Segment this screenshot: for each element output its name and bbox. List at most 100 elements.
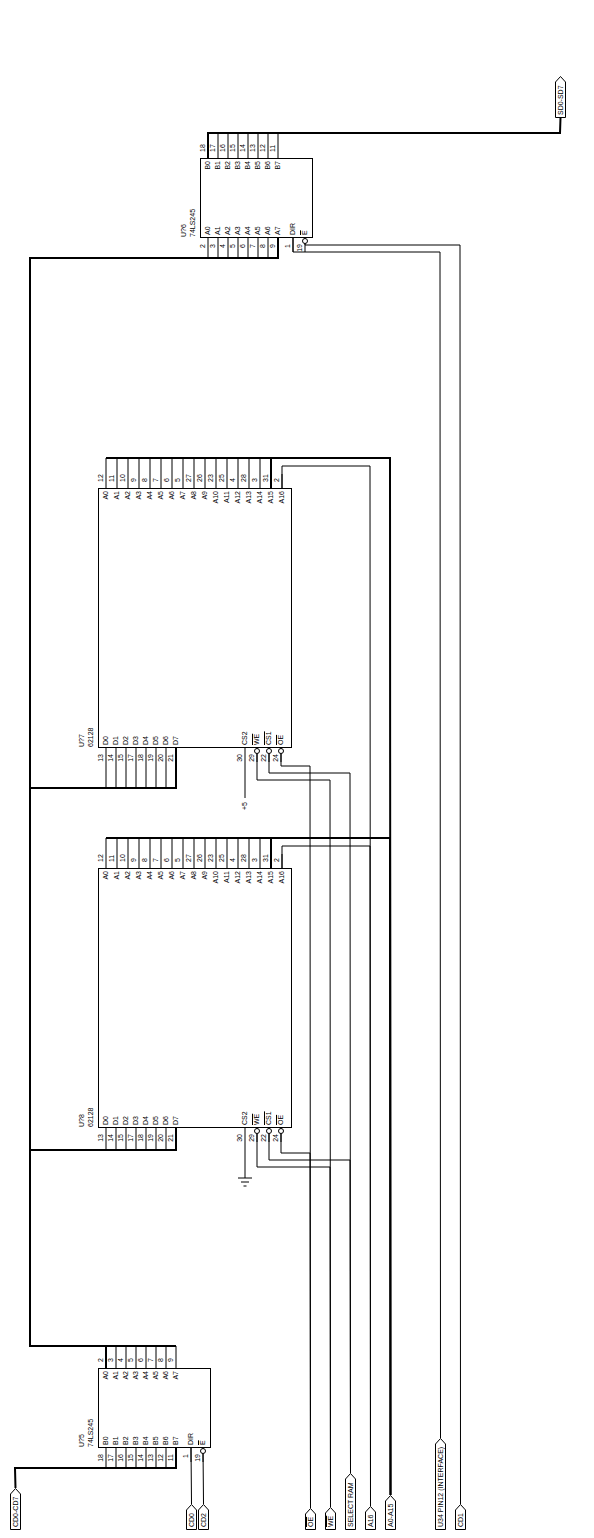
pin-name: D4 — [142, 1116, 150, 1125]
pin-stub — [216, 474, 217, 488]
pin-stub — [194, 474, 195, 488]
ground-wire — [245, 1142, 246, 1178]
pin-number: 16 — [219, 140, 227, 152]
pin-name: D5 — [152, 1116, 160, 1125]
pin-name: B5 — [152, 1436, 160, 1445]
chip-label: U?5 — [78, 1434, 86, 1447]
pin-number: 19 — [194, 1454, 202, 1466]
pin-name: D7 — [172, 1116, 180, 1125]
pin-number: 31 — [262, 470, 270, 482]
pin-number: 5 — [174, 470, 182, 482]
bus-entry — [268, 133, 269, 144]
pin-name: DIR — [187, 1433, 195, 1445]
pin-stub — [106, 854, 107, 868]
pin-number: 26 — [196, 470, 204, 482]
bus-entry — [176, 1346, 177, 1354]
pin-name: A2 — [124, 491, 132, 500]
pin-stub — [258, 238, 259, 252]
signal-wire — [282, 846, 371, 1506]
pin-stub — [106, 1128, 107, 1142]
signal-port: SELECT RAM — [345, 1473, 356, 1530]
pin-number: 5 — [174, 850, 182, 862]
pin-name: A10 — [212, 491, 220, 503]
pin-stub — [150, 474, 151, 488]
bus-entry — [194, 458, 195, 474]
bus-entry — [139, 458, 140, 474]
bus-entry — [146, 1462, 147, 1468]
pin-number: 24 — [272, 754, 280, 766]
pin-name: A15 — [267, 871, 275, 883]
pin-number: 4 — [219, 244, 227, 256]
pin-stub — [136, 1128, 137, 1142]
bus-entry — [166, 1346, 167, 1354]
pin-number: 3 — [209, 244, 217, 256]
ic-chip: U?762128D0D1D2D3D4D5D6D7CS2WECS1OEA0A1A2… — [98, 488, 292, 748]
pin-stub — [117, 474, 118, 488]
pin-name: A3 — [132, 1371, 140, 1380]
pin-stub — [191, 1448, 192, 1462]
pin-number: 17 — [127, 1134, 135, 1146]
bus-entry — [106, 762, 107, 788]
signal-port: CD2 — [198, 1504, 209, 1530]
pin-number: 18 — [137, 1134, 145, 1146]
pin-stub — [194, 854, 195, 868]
pin-name: A13 — [245, 871, 253, 883]
pin-name: D6 — [162, 736, 170, 745]
pin-stub — [205, 854, 206, 868]
pin-stub — [176, 748, 177, 762]
pin-name: CS2 — [241, 1111, 249, 1125]
bus-entry — [249, 838, 250, 854]
pin-stub — [249, 854, 250, 868]
pin-number: 3 — [251, 850, 259, 862]
bus-entry — [150, 458, 151, 474]
pin-name: A14 — [256, 871, 264, 883]
pin-stub — [106, 1354, 107, 1368]
pin-stub — [106, 1448, 107, 1462]
bus-entry — [116, 1346, 117, 1354]
pin-name: A1 — [112, 1371, 120, 1380]
bus-entry — [258, 133, 259, 144]
pin-number: 2 — [273, 470, 281, 482]
pin-number: 25 — [218, 850, 226, 862]
bus-entry — [238, 458, 239, 474]
pin-number: 13 — [147, 1454, 155, 1466]
chip-label: 62128 — [87, 1108, 95, 1127]
pin-name: E — [301, 230, 309, 235]
pin-name: D3 — [132, 736, 140, 745]
pin-number: 6 — [163, 470, 171, 482]
pin-number: 30 — [236, 1134, 244, 1146]
pin-stub — [249, 474, 250, 488]
pin-name: A7 — [274, 226, 282, 235]
bus-entry — [205, 838, 206, 854]
pin-name: A1 — [214, 226, 222, 235]
bus-entry — [278, 252, 279, 258]
signal-name: A0-A15 — [385, 1495, 395, 1530]
pin-number: 11 — [269, 140, 277, 152]
bus-entry — [172, 838, 173, 854]
pin-number: 14 — [137, 1454, 145, 1466]
signal-name: SELECT RAM — [345, 1473, 355, 1530]
signal-wire — [282, 466, 371, 1506]
pin-number: 16 — [117, 1454, 125, 1466]
bus-entry — [176, 762, 177, 788]
port-shape — [198, 1505, 208, 1530]
pin-name: A8 — [190, 491, 198, 500]
pin-name: B1 — [214, 161, 222, 170]
bus-entry — [205, 458, 206, 474]
pin-name: A15 — [267, 491, 275, 503]
pin-name: A9 — [201, 491, 209, 500]
pin-name: B3 — [234, 161, 242, 170]
bus-entry — [136, 1346, 137, 1354]
pin-name: A7 — [179, 871, 187, 880]
signal-port: CD0 — [186, 1504, 197, 1530]
pin-name: A8 — [190, 871, 198, 880]
pin-number: 12 — [97, 470, 105, 482]
pin-number: 27 — [185, 850, 193, 862]
bus-entry — [146, 1346, 147, 1354]
ic-chip: U?862128D0D1D2D3D4D5D6D7CS2WECS1OEA0A1A2… — [98, 868, 292, 1128]
pin-number: 8 — [141, 850, 149, 862]
pin-name: B0 — [102, 1436, 110, 1445]
pin-name: DIR — [289, 223, 297, 235]
signal-wire — [281, 1128, 311, 1508]
pin-stub — [146, 1448, 147, 1462]
